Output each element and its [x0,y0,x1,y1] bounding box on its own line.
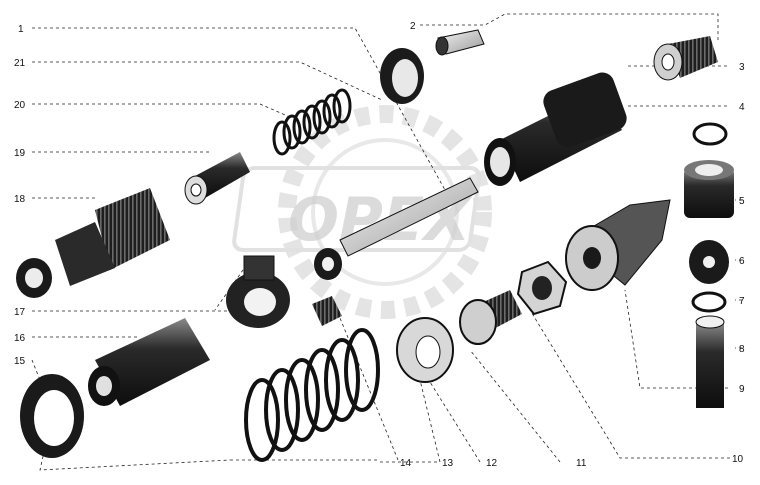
part-7a-ring [692,122,728,146]
part-18-nozzle [16,188,170,298]
label-9: 9 [739,384,745,395]
label-1: 1 [18,24,24,35]
label-8: 8 [739,344,745,355]
label-15: 15 [14,356,26,367]
part-4-sleeve [484,72,627,186]
part-17-clamp [226,255,290,328]
label-17: 17 [14,307,26,318]
part-21-rod [314,177,479,280]
label-12: 12 [486,458,498,469]
part-13-split-washer [396,317,454,383]
part-5-bushing [684,160,734,218]
label-7: 7 [739,296,745,307]
label-16: 16 [14,333,26,344]
part-19-tube [184,152,250,205]
label-20: 20 [14,100,26,111]
label-13: 13 [442,458,454,469]
part-12-hex-nut [516,260,568,316]
label-14: 14 [400,458,412,469]
part-10-bracket [565,199,671,291]
part-11-bolt [459,290,522,345]
label-6: 6 [739,256,745,267]
part-big-spring [244,328,380,462]
part-15-ring [20,374,84,458]
label-10: 10 [732,454,744,465]
part-6-gear [689,240,729,284]
label-2: 2 [410,21,416,32]
part-8-rod [695,315,725,408]
label-5: 5 [739,196,745,207]
label-4: 4 [739,102,745,113]
part-14-bolt [312,296,342,326]
part-3-plug [653,36,718,81]
label-21: 21 [14,58,26,69]
label-11: 11 [576,458,587,469]
part-20-spring [272,88,352,156]
label-3: 3 [739,62,745,73]
part-16-coupling [88,318,210,406]
part-1-ring [380,48,424,104]
part-7-ring [691,291,727,313]
label-19: 19 [14,148,26,159]
label-18: 18 [14,194,26,205]
callout-labels: 1 2 3 4 5 6 7 8 9 10 11 12 13 14 15 16 1… [14,21,745,469]
part-2-pin [435,29,485,56]
